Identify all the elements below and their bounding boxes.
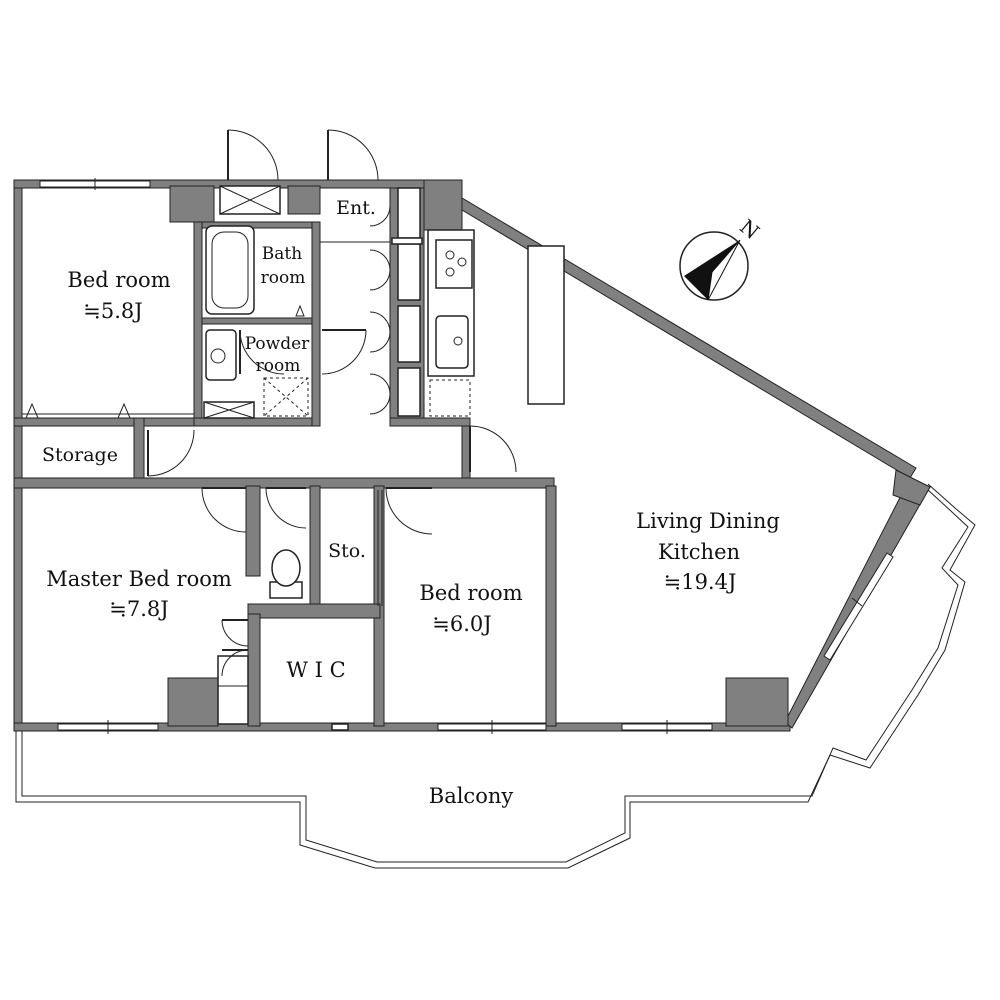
doors (147, 129, 517, 677)
wic-label: W I C (286, 658, 345, 682)
windows (39, 178, 894, 734)
entrance-label: Ent. (336, 197, 376, 219)
compass-needle-icon (684, 240, 740, 300)
kitchen (427, 229, 565, 417)
bath-label-line1: Bath (262, 244, 302, 264)
bath-fixtures (205, 225, 309, 417)
ldk-area: ≒19.4J (664, 570, 737, 594)
bedroom1-area: ≒5.8J (83, 299, 142, 323)
ldk-label-line1: Living Dining (636, 509, 780, 533)
bedroom2-name: Bed room (419, 581, 522, 605)
master-bedroom-area: ≒7.8J (109, 597, 168, 621)
storage-label: Storage (42, 444, 118, 466)
toilet (269, 549, 303, 599)
powder-label-line1: Powder (245, 334, 310, 354)
closet-markers (22, 402, 194, 419)
balcony-label: Balcony (429, 784, 514, 808)
powder-label-line2: room (256, 356, 301, 376)
sto-label: Sto. (328, 540, 366, 562)
ldk-label-line2: Kitchen (658, 540, 740, 564)
bedroom2-area: ≒6.0J (432, 612, 491, 636)
compass-north-label: N (735, 215, 764, 245)
compass: N (679, 215, 764, 301)
room-labels: Bed room ≒5.8J Bath room Powder room Ent… (42, 197, 780, 808)
outer-walls (13, 179, 931, 732)
bedroom1-name: Bed room (67, 268, 170, 292)
bath-label-line2: room (261, 268, 306, 288)
master-bedroom-name: Master Bed room (46, 567, 232, 591)
closet-panels (203, 185, 423, 731)
balcony-outline (15, 483, 976, 869)
